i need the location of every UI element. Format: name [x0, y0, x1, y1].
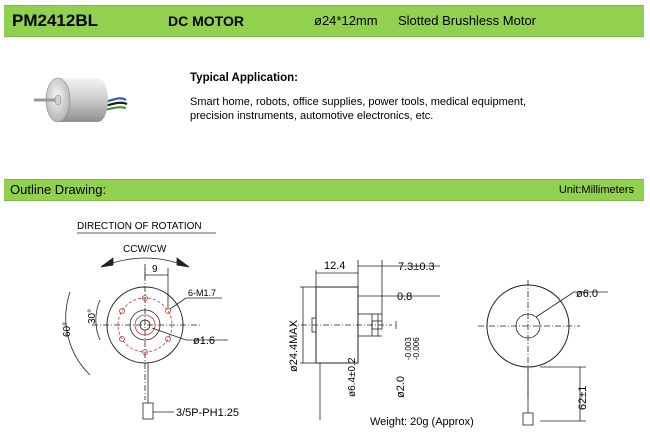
- hole: [119, 336, 125, 342]
- application-text-line-2: precision instruments, automotive electr…: [190, 110, 434, 122]
- dim-2-0-tol-upper: -0.003: [404, 337, 413, 360]
- dim-6-0: ø6.0: [576, 288, 598, 300]
- application-text-line-1: Smart home, robots, office supplies, pow…: [190, 96, 527, 108]
- hole: [165, 308, 171, 314]
- front-shaft-circle: [139, 319, 151, 331]
- outline-drawing: DIRECTION OF ROTATION CCW/CW 9: [62, 221, 608, 426]
- hole: [142, 349, 148, 355]
- dim-24-4: ø24.4MAX: [288, 319, 300, 372]
- connector-label: 3/5P-PH1.25: [176, 407, 239, 419]
- hole: [119, 308, 125, 314]
- dim-60-arc: [65, 291, 91, 376]
- rear-center-circle: [515, 313, 541, 339]
- dim-30-arc: [95, 299, 101, 341]
- outline-title: Outline Drawing:: [10, 182, 107, 197]
- rear-view: ø6.0 62±1: [478, 280, 608, 426]
- dim-7-3: 7.3±0.3: [398, 261, 435, 273]
- dim-9: 9: [152, 264, 158, 275]
- model-number: PM2412BL: [12, 11, 98, 30]
- hole: [142, 295, 148, 301]
- dim-shaft-small: ø1.6: [193, 335, 215, 347]
- dim-30: 30°: [87, 309, 98, 324]
- weight-label: Weight: 20g (Approx): [370, 416, 474, 428]
- front-bolt-circle: [117, 297, 173, 353]
- front-outer-circle: [106, 286, 184, 364]
- dim-60: 60°: [62, 322, 73, 337]
- dim-holes: 6-M1.7: [188, 288, 216, 298]
- front-boss-circle: [129, 309, 161, 341]
- application-title: Typical Application:: [190, 72, 298, 84]
- rotation-direction: CCW/CW: [123, 244, 167, 255]
- hole: [165, 336, 171, 342]
- unit-label: Unit:Millimeters: [558, 184, 634, 196]
- dim-62: 62±1: [577, 386, 589, 410]
- dim-0-8: 0.8: [397, 291, 412, 303]
- rotation-arrow-right: [176, 257, 190, 268]
- motor-photo: [34, 77, 128, 123]
- front-view: DIRECTION OF ROTATION CCW/CW 9: [62, 221, 239, 420]
- dim-6-4: ø6.4±0.2: [347, 357, 358, 397]
- product-size: ø24*12mm: [314, 13, 378, 28]
- dim-2-0-tol-lower: -0.006: [412, 337, 421, 360]
- rotation-arrow-left: [100, 257, 114, 268]
- header-bar: PM2412BL DC MOTOR ø24*12mm Slotted Brush…: [4, 5, 644, 37]
- front-boss-inner: [134, 314, 156, 336]
- product-kind: Slotted Brushless Motor: [398, 13, 537, 28]
- side-view: 12.4 7.3±0.3 0.8 ø24.4MAX ø6.4±0.2 ø2.0 …: [288, 260, 440, 420]
- rotation-title: DIRECTION OF ROTATION: [77, 221, 202, 232]
- dim-12-4: 12.4: [324, 260, 345, 272]
- outline-bar: Outline Drawing: Unit:Millimeters: [4, 179, 644, 201]
- dim-2-0: ø2.0: [395, 376, 407, 398]
- product-type: DC MOTOR: [168, 13, 244, 29]
